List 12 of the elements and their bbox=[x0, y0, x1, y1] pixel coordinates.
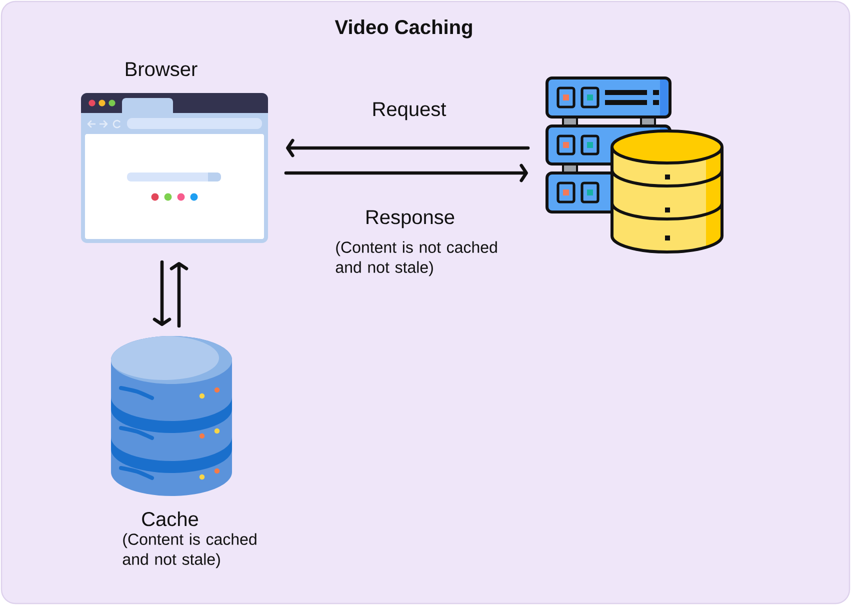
title: Video Caching bbox=[334, 20, 472, 38]
arrow bbox=[286, 138, 530, 158]
arrow bbox=[170, 262, 188, 328]
server-database-drawing bbox=[546, 76, 724, 254]
node-label: Browser bbox=[126, 62, 198, 76]
arrow bbox=[152, 260, 172, 326]
edge-label: Response bbox=[366, 210, 454, 228]
arrow bbox=[284, 164, 528, 182]
node-label: Cache bbox=[142, 512, 198, 526]
note-text: (Content is not cached and not stale) bbox=[336, 241, 497, 276]
caption-text: (Content is cached and not stale) bbox=[122, 533, 256, 568]
edge-label: Request bbox=[373, 102, 446, 120]
